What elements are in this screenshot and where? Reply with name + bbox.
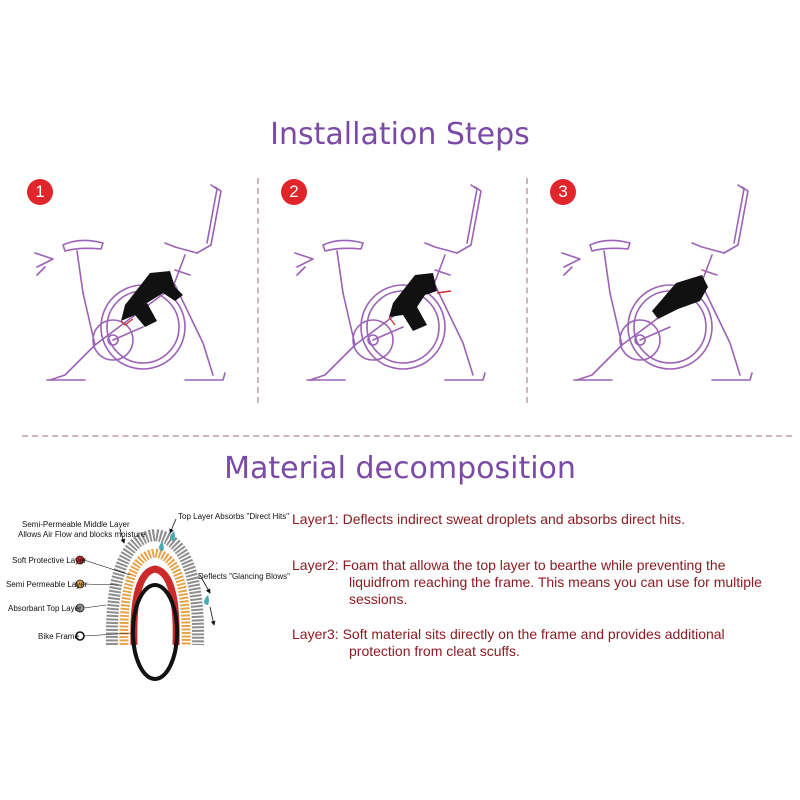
label-deflects-glancing-blows: Deflects "Glancing Blows": [198, 572, 290, 581]
layer2-description: Layer2: Foam that allowa the top layer t…: [292, 557, 762, 608]
label-absorbant-top-layer: Absorbant Top Layer: [8, 604, 82, 613]
label-semi-permeable-layer: Semi Permeable Layer: [6, 580, 88, 589]
label-semi-permeable-middle-line1: Semi-Permeable Middle Layer: [22, 520, 130, 529]
layer1-description: Layer1: Deflects indirect sweat droplets…: [292, 511, 685, 528]
layer3-line1: Layer3: Soft material sits directly on t…: [292, 626, 725, 642]
label-semi-permeable-middle-line2: Allows Air Flow and blocks moisture: [18, 530, 146, 539]
label-soft-protective-layer: Soft Protective Layer: [12, 556, 87, 565]
bike-illustration-step-2: [294, 184, 486, 381]
material-title: Material decomposition: [224, 451, 576, 486]
layer-cross-section-diagram: [75, 518, 216, 681]
layer3-description: Layer3: Soft material sits directly on t…: [292, 626, 725, 660]
label-top-layer-absorbs: Top Layer Absorbs "Direct Hits": [178, 512, 290, 521]
step-3-badge: 3: [550, 179, 576, 205]
layer1-line1: Layer1: Deflects indirect sweat droplets…: [292, 511, 685, 527]
bike-illustration-step-1: [34, 184, 226, 381]
layer2-line1: Layer2: Foam that allowa the top layer t…: [292, 557, 726, 573]
layer3-line2: protection from cleat scuffs.: [349, 643, 520, 659]
section-divider: [22, 435, 792, 437]
installation-title: Installation Steps: [270, 117, 530, 152]
layer2-line3: sessions.: [349, 591, 408, 607]
step-divider-1: [257, 178, 259, 403]
step-2-badge: 2: [281, 179, 307, 205]
step-1-badge: 1: [27, 179, 53, 205]
label-bike-frame: Bike Frame: [38, 632, 79, 641]
bike-illustration-step-3: [561, 184, 753, 381]
layer2-line2: liquidfrom reaching the frame. This mean…: [349, 574, 762, 590]
step-divider-2: [526, 178, 528, 403]
